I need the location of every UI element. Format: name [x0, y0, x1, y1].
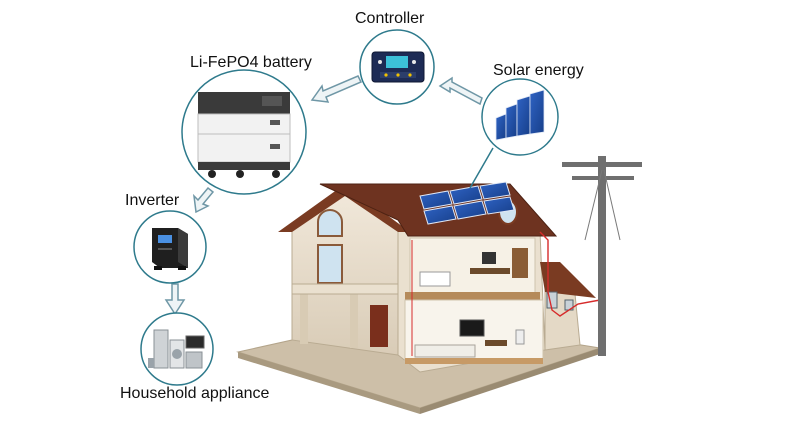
solar-to-roof-line	[469, 147, 494, 189]
household-appliance-label: Household appliance	[120, 385, 270, 402]
household-appliances-icon	[148, 329, 205, 369]
controller-label: Controller	[355, 10, 425, 27]
arrow-solar-to-controller	[438, 76, 483, 106]
lower-floor	[405, 358, 543, 364]
desk	[470, 268, 510, 274]
left-window	[317, 244, 343, 284]
gable-window	[317, 209, 343, 237]
battery-label: Li-FePO4 battery	[190, 54, 312, 71]
shelf	[512, 248, 528, 278]
arrow-battery-to-inverter	[192, 186, 215, 214]
inverter-node	[133, 210, 207, 284]
solar-node	[481, 78, 559, 156]
front-door	[370, 305, 388, 347]
inverter-label: Inverter	[125, 192, 180, 209]
battery-stack-icon	[197, 92, 291, 178]
ground-slab-edge	[238, 352, 420, 414]
monitor	[482, 252, 496, 264]
controller-node	[359, 29, 435, 105]
table	[485, 340, 507, 346]
roof-solar-array	[419, 181, 515, 225]
wiring	[539, 231, 601, 317]
house	[278, 181, 601, 373]
porch-column-right	[350, 292, 358, 348]
porch-beam	[291, 283, 399, 295]
tv	[459, 319, 485, 337]
arrow-inverter-to-appliance	[164, 283, 186, 316]
flow-arrows	[164, 75, 483, 316]
battery-node	[181, 69, 307, 195]
charge-controller-icon	[371, 51, 425, 83]
appliance-node	[140, 312, 214, 386]
lamp	[515, 329, 525, 345]
sofa	[414, 344, 476, 358]
annex-roof	[540, 262, 596, 298]
ground-slab-edge-right	[420, 348, 600, 414]
bed	[419, 271, 451, 287]
solar-energy-label: Solar energy	[493, 62, 584, 79]
inverter-icon	[152, 228, 188, 270]
utility-pole	[562, 156, 642, 356]
upper-floor	[405, 292, 540, 300]
solar-panels-icon	[495, 89, 545, 141]
porch-column-left	[300, 292, 308, 344]
arrow-controller-to-battery	[310, 75, 363, 103]
